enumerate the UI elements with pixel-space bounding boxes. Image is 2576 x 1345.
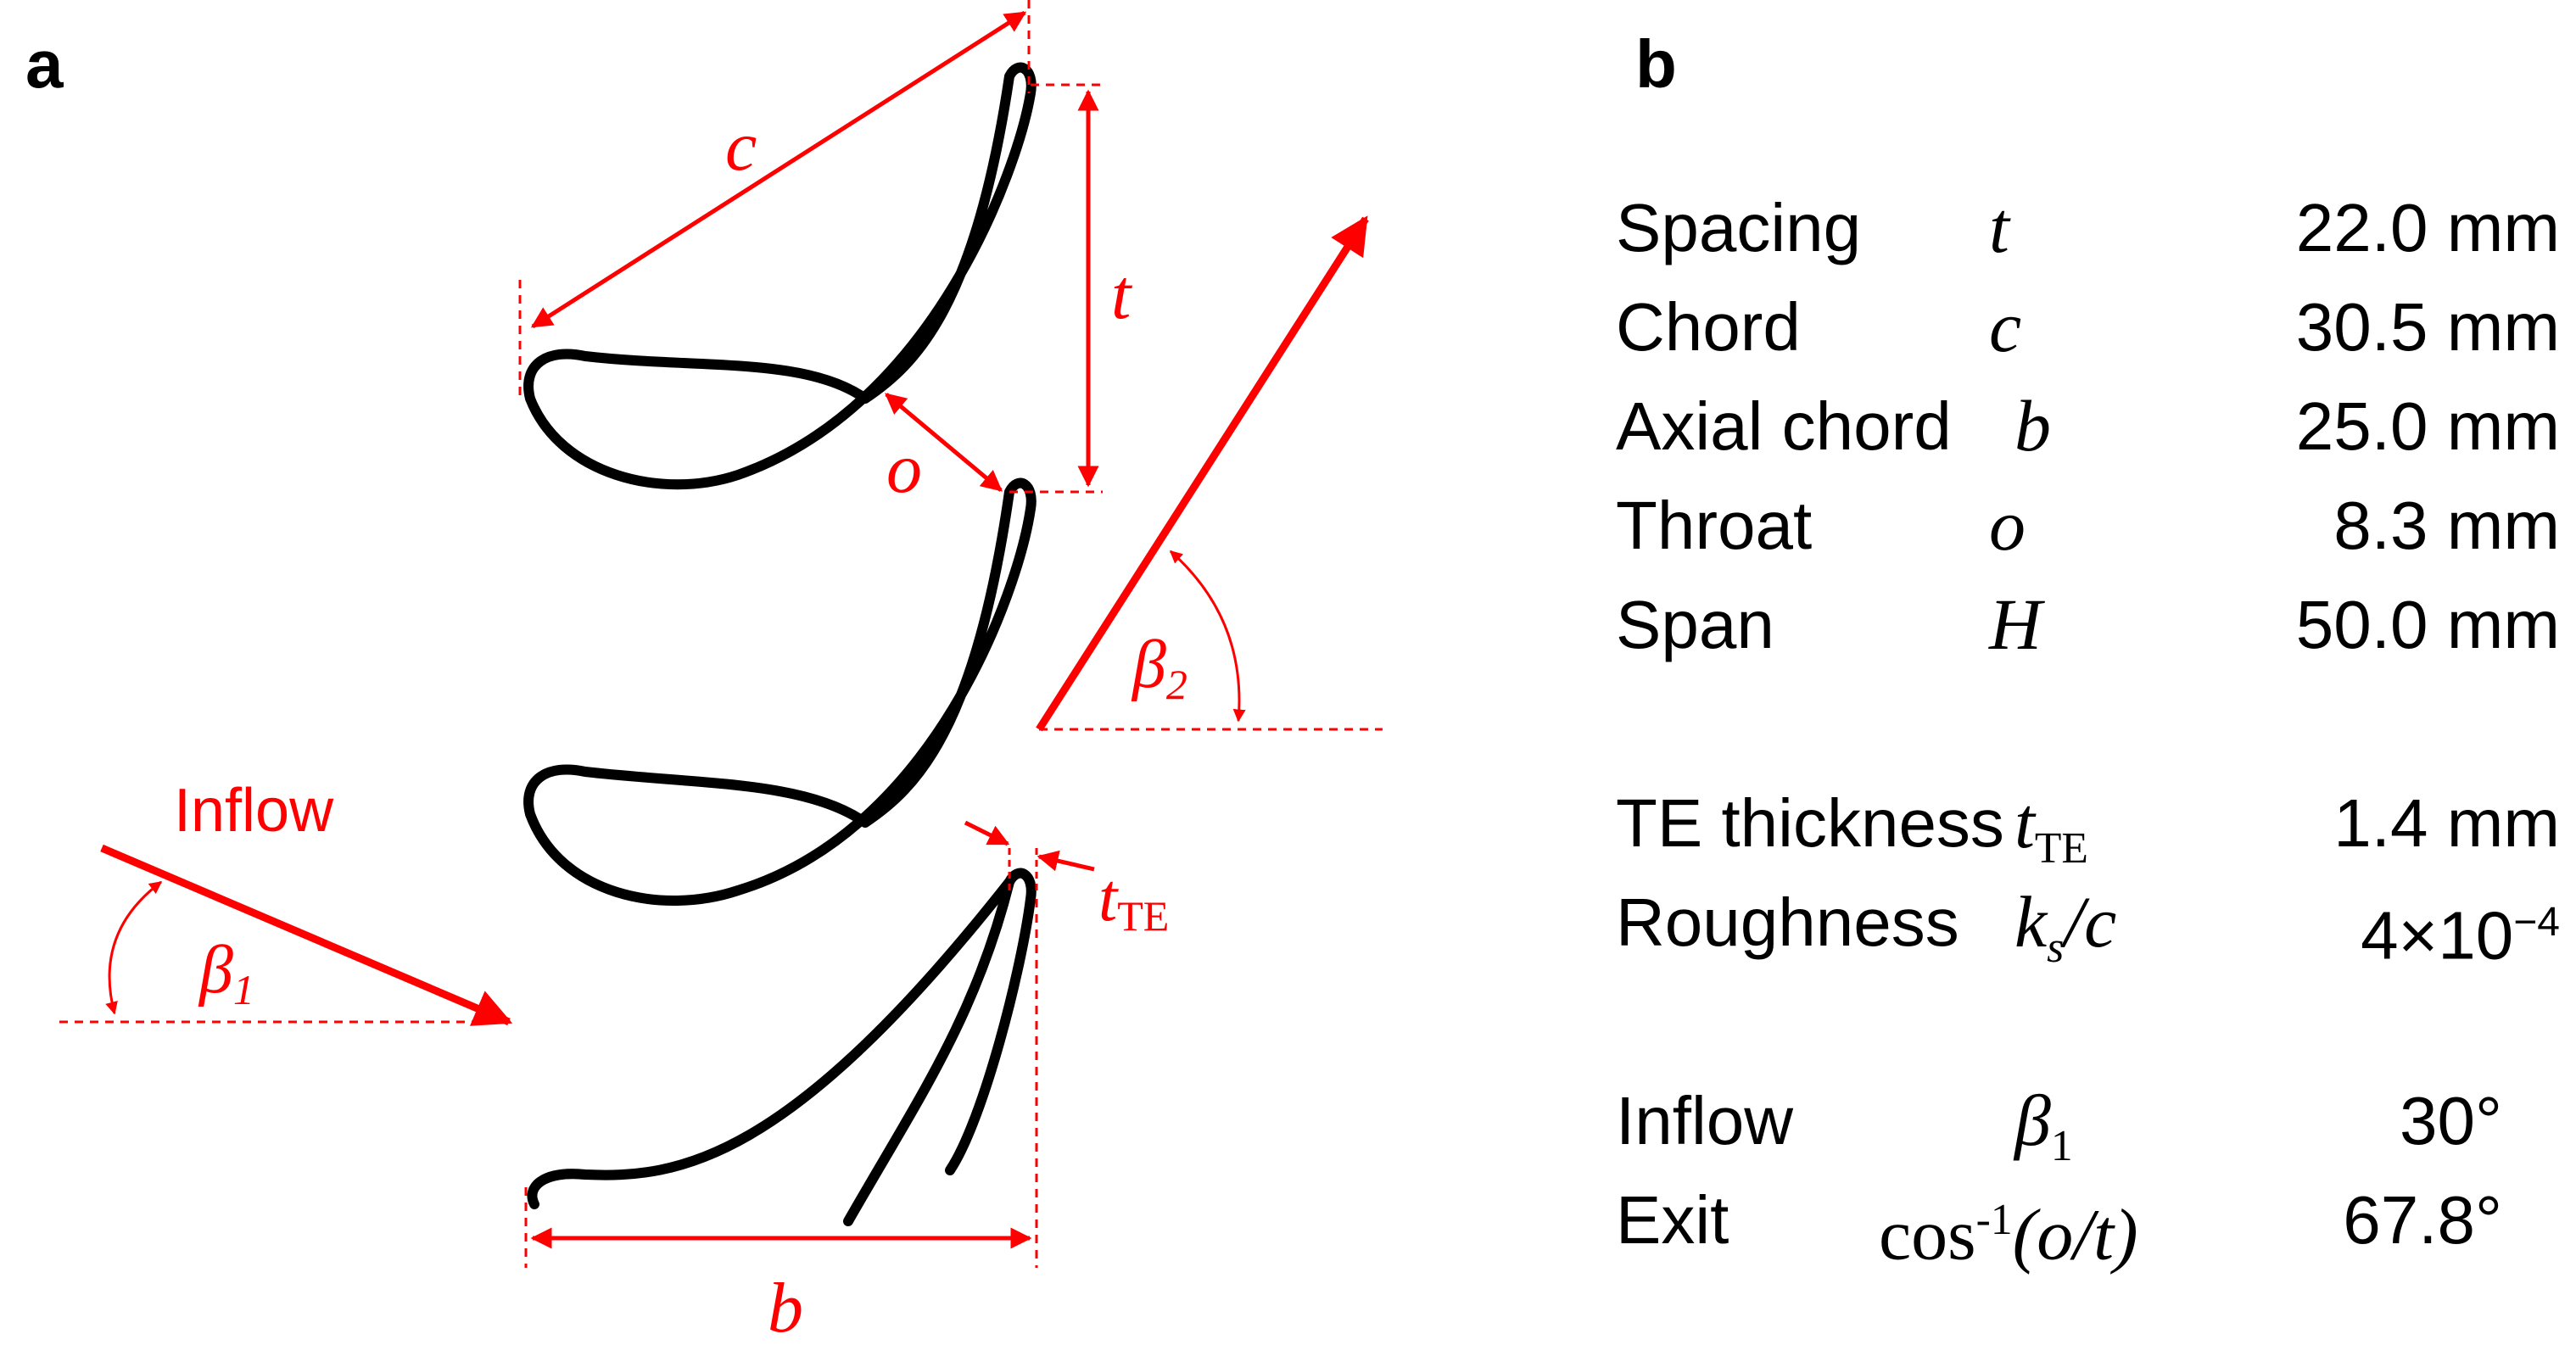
panel-a-label: a (25, 26, 64, 102)
param-value: 30.5 mm (2295, 289, 2560, 365)
cascade-diagram: c t o b Inflow β1 β2 tTE (59, 0, 1383, 1345)
param-value: 4×10−4 (2361, 897, 2560, 974)
param-symbol: o (1989, 484, 2026, 566)
label-beta2: β2 (1131, 628, 1187, 708)
param-value: 22.0 mm (2295, 190, 2560, 265)
param-symbol: cos-1(o/t) (1879, 1193, 2138, 1275)
blade-middle (523, 477, 1037, 906)
param-symbol: c (1989, 286, 2022, 367)
param-value: 30° (2400, 1083, 2502, 1158)
blade-profiles (523, 62, 1037, 1226)
param-value: 25.0 mm (2295, 388, 2560, 464)
param-name: Throat (1616, 488, 1813, 563)
blade-bottom (527, 868, 1037, 1226)
label-b: b (768, 1269, 803, 1345)
param-name: Exit (1616, 1182, 1729, 1258)
label-t: t (1111, 255, 1133, 334)
beta1-arc (105, 880, 163, 1015)
row-inflow: Inflow β1 30° (1616, 1071, 2570, 1170)
row-axial-chord: Axial chord b 25.0 mm (1616, 377, 2570, 476)
label-c: c (725, 107, 757, 186)
label-tte: tTE (1098, 861, 1169, 940)
throat-arrow (885, 393, 1003, 492)
param-value: 8.3 mm (2333, 488, 2560, 563)
row-chord: Chord c 30.5 mm (1616, 277, 2570, 377)
param-symbol: β1 (2014, 1080, 2073, 1171)
param-name: Inflow (1616, 1083, 1793, 1158)
chord-arrow (530, 10, 1027, 329)
param-value: 50.0 mm (2295, 587, 2560, 662)
param-symbol: b (2014, 385, 2051, 466)
panel-b-label: b (1635, 26, 1677, 102)
param-symbol: ks/c (2014, 881, 2117, 973)
row-span: Span H 50.0 mm (1616, 575, 2570, 674)
param-name: TE thickness (1616, 785, 2004, 861)
label-beta1: β1 (198, 933, 254, 1013)
row-spacing: Spacing t 22.0 mm (1616, 178, 2570, 277)
row-roughness: Roughness ks/c 4×10−4 (1616, 873, 2570, 974)
row-exit: Exit cos-1(o/t) 67.8° (1616, 1170, 2570, 1275)
row-throat: Throat o 8.3 mm (1616, 476, 2570, 575)
blade-top (523, 62, 1037, 490)
param-symbol: t (1989, 187, 2009, 268)
param-name: Span (1616, 587, 1774, 662)
parameter-table: Spacing t 22.0 mm Chord c 30.5 mm Axial … (1616, 178, 2570, 1275)
param-name: Axial chord (1616, 388, 1952, 464)
param-value: 1.4 mm (2333, 785, 2560, 861)
param-symbol: tTE (2014, 782, 2088, 873)
label-o: o (886, 429, 922, 508)
param-name: Roughness (1616, 885, 1959, 960)
param-name: Chord (1616, 289, 1801, 365)
param-symbol: H (1989, 583, 2042, 665)
param-value: 67.8° (2343, 1182, 2502, 1258)
param-name: Spacing (1616, 190, 1862, 265)
inflow-arrow (100, 844, 513, 1026)
beta2-arc (1169, 550, 1246, 723)
row-te-thickness: TE thickness tTE 1.4 mm (1616, 773, 2570, 873)
exit-flow-arrow (1036, 215, 1369, 732)
label-inflow: Inflow (174, 777, 334, 845)
